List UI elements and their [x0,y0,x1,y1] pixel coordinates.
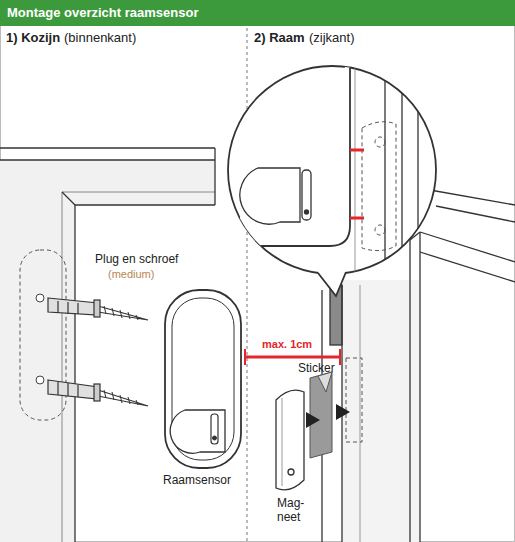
mount-outline [346,358,362,442]
screw-hole [36,294,44,302]
window-sash [420,232,515,262]
plug-and-screw [67,383,68,396]
zoom-callout [350,217,364,220]
plug-and-screw [104,390,138,405]
zoom-callout [240,168,300,224]
plug-and-screw [77,385,78,397]
sticker [310,372,332,458]
window-frame [62,192,75,205]
window-sash [420,252,515,282]
mount-outline [346,358,362,442]
window-sensor [165,290,241,468]
zoom-callout [302,170,311,220]
plug-and-screw [94,384,100,401]
plug-and-screw [57,382,58,395]
zoom-callout [362,122,396,251]
plug-and-screw [98,306,148,320]
part-note: (medium) [108,267,154,281]
window-frame [62,192,63,542]
window-sensor [211,414,218,444]
panel-heading: 2) Raam [254,31,305,45]
window-sash [436,206,515,222]
magnet [288,469,294,475]
plug-and-screw [48,298,98,315]
sticker [318,372,332,392]
zoom-callout [220,60,418,280]
window-frame [0,159,215,160]
window-frame [0,147,215,148]
part-name: Mag- neet [277,496,309,524]
plug-and-screw [48,298,148,406]
window-sash [342,280,420,542]
plug-and-screw [98,390,148,406]
dimension: max. 1cm [262,337,312,351]
zoom-callout [350,150,364,218]
diagram-title: Montage overzicht raamsensor [7,5,198,21]
zoom-callout [220,60,436,296]
magnet [276,390,304,490]
zoom-callout [220,60,350,246]
plug-and-screw [67,302,68,314]
window-sash [430,190,515,205]
window-sash [409,240,410,542]
direction-arrow [306,404,350,428]
plug-and-screw [57,301,58,313]
window-sensor [170,410,225,453]
panel-subheading: (binnenkant) [64,31,136,45]
window-sensor [165,290,241,468]
window-frame [62,192,215,193]
zoom-callout [350,149,364,152]
zoom-callout [401,60,402,280]
plug-and-screw [104,306,138,320]
window-sash [419,232,420,542]
window-frame [214,148,215,205]
magnet [276,390,304,490]
part-name: Raamsensor [163,473,231,487]
zoom-callout [305,210,309,214]
title-band: Montage overzicht raamsensor [0,0,515,26]
zoom-callout [375,137,385,147]
zoom-callout [375,225,385,235]
direction-arrow [336,404,350,420]
distance-bar [244,349,246,365]
plug-and-screw [94,300,100,317]
screw-hole [36,376,44,384]
zoom-callout [384,60,385,280]
distance-bar [339,349,341,365]
window-sensor [213,436,217,440]
zoom-callout [417,60,418,280]
plug-and-screw [48,380,98,399]
zoom-callout [318,271,346,296]
window-frame [75,204,215,205]
screw-hole [36,294,44,384]
distance-bar [245,356,340,359]
direction-arrow [306,412,320,428]
panel-divider [247,28,248,542]
window-frame [74,205,75,542]
panel-divider [247,28,248,542]
part-name: Plug en schroef [95,252,178,266]
zoom-callout [362,122,396,251]
zoom-callout [318,272,346,296]
sticker [310,372,332,458]
zoom-callout [355,60,356,280]
zoom-callout [220,60,418,280]
part-name: Sticker [298,361,335,375]
window-sash [360,285,361,542]
plug-and-screw [77,303,78,314]
panel-subheading: (zijkant) [309,31,355,45]
panel-heading: 1) Kozijn [6,31,60,45]
magnet [282,398,283,486]
